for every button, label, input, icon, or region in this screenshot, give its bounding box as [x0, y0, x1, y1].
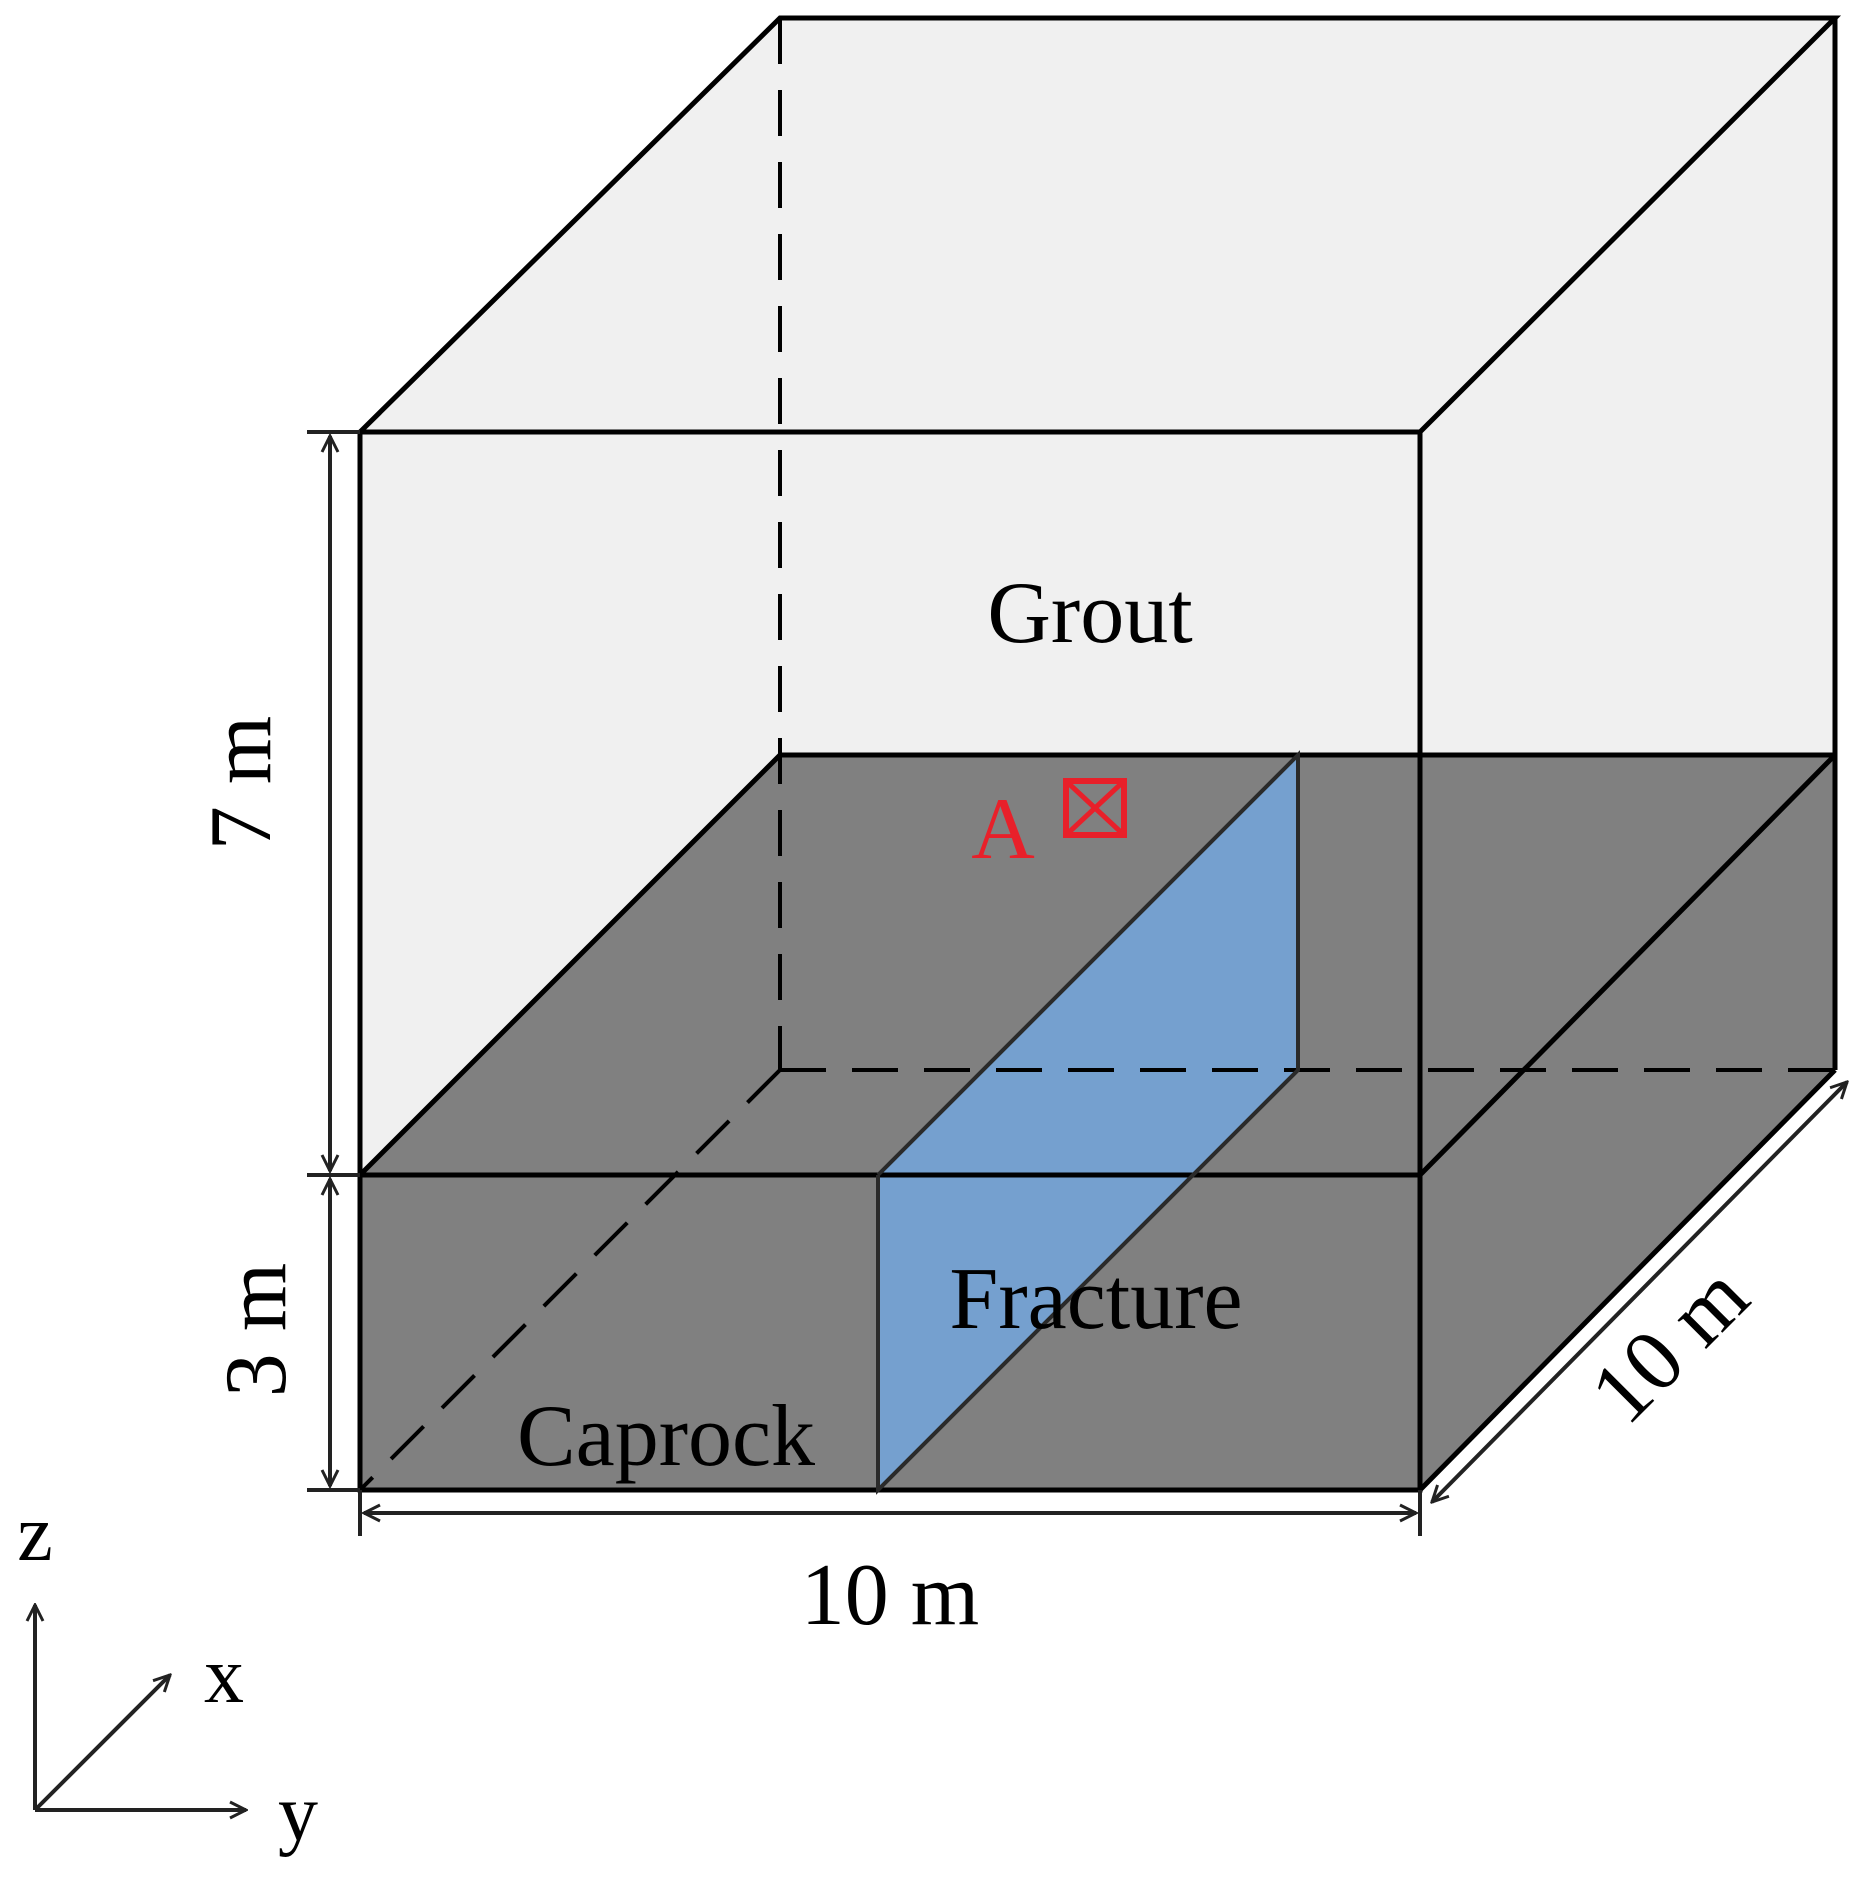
- caprock-height-dimension: 3 m: [208, 1179, 360, 1492]
- grout-height-dimension: 7 m: [193, 430, 360, 1177]
- caprock-label: Caprock: [517, 1388, 815, 1485]
- grout-height-label: 7 m: [193, 716, 290, 850]
- coordinate-axes: z x y: [17, 1490, 318, 1858]
- fracture-label: Fracture: [949, 1251, 1242, 1348]
- y-axis-label: y: [278, 1770, 318, 1858]
- grout-label: Grout: [987, 565, 1192, 662]
- grout-top-face: [360, 18, 1835, 432]
- boxed-cross-icon: [1063, 778, 1127, 838]
- x-axis-label: x: [204, 1632, 244, 1720]
- width-dimension: 10 m: [358, 1490, 1422, 1644]
- z-axis-label: z: [17, 1490, 53, 1578]
- caprock-height-label: 3 m: [208, 1263, 305, 1397]
- point-a-label: A: [971, 781, 1035, 878]
- fracture-plane: [878, 755, 1298, 1490]
- width-label: 10 m: [801, 1547, 979, 1644]
- hidden-edges: [358, 18, 1835, 1492]
